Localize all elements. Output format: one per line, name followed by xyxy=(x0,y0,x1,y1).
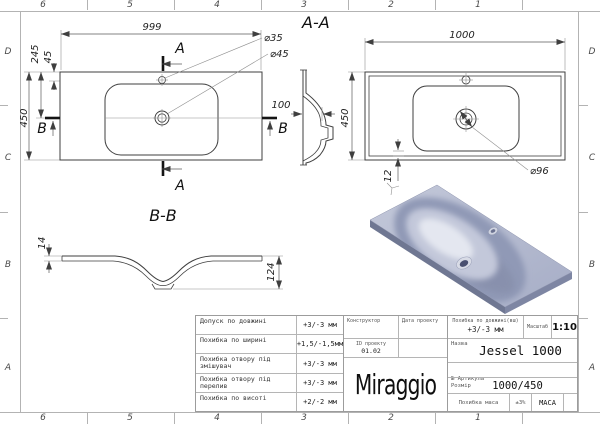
name-label: Назва xyxy=(451,341,468,348)
frame-row-letter: D xyxy=(4,47,12,57)
dim-length: 1000 xyxy=(449,30,474,41)
section-a-label: A xyxy=(174,41,185,57)
frame-column-number: 4 xyxy=(214,413,220,423)
section-profile: 100 xyxy=(271,69,335,166)
tolerance-label: Похибка по ширині xyxy=(200,336,267,345)
title-block-middle: Конструктор Дата проекту ID проекту 01.0… xyxy=(344,316,448,411)
frame-column-number: 6 xyxy=(40,413,46,423)
frame-column-number: 6 xyxy=(40,0,46,10)
project-date-label: Дата проекту xyxy=(402,318,439,324)
tolerance-table: Допуск по довжині +3/-3 мм Похибка по ши… xyxy=(196,316,344,412)
frame-column-number: 3 xyxy=(301,413,307,423)
dia-overflow-label: ⌀96 xyxy=(530,166,549,177)
aa-title: A-A xyxy=(301,13,330,32)
title-block-right: Похибка по довжині(вш) +3/-3 мм Масштаб … xyxy=(448,316,577,411)
bb-view: B-B 14 124 xyxy=(37,206,283,290)
frame-column-number: 4 xyxy=(214,0,220,10)
mass-tolerance-label: Похибка маса xyxy=(458,399,499,406)
section-b-label: B xyxy=(278,121,288,137)
aa-view: A-A 1000 450 ⌀96 xyxy=(301,13,566,183)
tolerance-value: +2/-2 мм xyxy=(296,392,343,412)
project-id-label: ID проекту xyxy=(355,341,387,347)
frame-row-letter: D xyxy=(588,47,596,57)
dim-depth: 124 xyxy=(266,262,277,281)
tolerance-row: Похибка по ширині +1,5/-1,5мм xyxy=(196,334,343,354)
bb-title: B-B xyxy=(149,206,176,225)
length-tolerance-label: Похибка по довжині(вш) xyxy=(452,318,519,324)
frame-column-number: 2 xyxy=(388,413,394,423)
scale-label: Масштаб xyxy=(523,316,551,339)
dim-bottom-gap: 12 xyxy=(383,170,394,183)
dim-bowl-depth: 100 xyxy=(271,100,290,111)
section-b-label: B xyxy=(37,121,47,137)
frame-column-number: 1 xyxy=(475,413,481,423)
brand-logo: Miraggio xyxy=(354,368,437,401)
dim-width: 450 xyxy=(19,108,30,127)
tolerance-row: Похибка по висоті +2/-2 мм xyxy=(196,391,343,412)
product-name: Jessel 1000 xyxy=(479,343,562,359)
tolerance-value: +3/-3 мм xyxy=(296,354,343,373)
tolerance-label: Допуск по довжині xyxy=(200,317,267,325)
frame-column-number: 1 xyxy=(475,0,481,10)
size-value: 1000/450 xyxy=(492,379,543,392)
tolerance-value: +1,5/-1,5мм xyxy=(296,335,343,354)
frame-column-number: 5 xyxy=(127,413,133,423)
frame-row-letter: A xyxy=(588,363,596,373)
frame-column-number: 3 xyxy=(301,0,307,10)
title-block: Допуск по довжині +3/-3 мм Похибка по ши… xyxy=(195,315,578,412)
tolerance-label: Похибка отвору під змішувач xyxy=(200,355,271,371)
dim-length: 999 xyxy=(142,22,161,33)
frame-row-letter: A xyxy=(4,363,12,373)
tolerance-value: +3/-3 мм xyxy=(296,316,343,335)
render-3d xyxy=(369,182,573,314)
project-id-value: 01.02 xyxy=(361,347,381,355)
frame-column-number: 5 xyxy=(127,0,133,10)
scale-value: 1:10 xyxy=(551,316,577,339)
dim-rim: 14 xyxy=(37,237,48,250)
tolerance-row: Допуск по довжині +3/-3 мм xyxy=(196,316,343,335)
dim-drain-offset: 245 xyxy=(30,44,41,63)
mass-tolerance-value: ±3% xyxy=(509,394,531,411)
tolerance-row: Похибка отвору під перелив +3/-3 мм xyxy=(196,372,343,392)
tolerance-label: Похибка отвору під перелив xyxy=(200,374,271,390)
frame-row-letter: C xyxy=(4,153,12,163)
tolerance-value: +3/-3 мм xyxy=(296,373,343,392)
dim-faucet-offset: 45 xyxy=(43,51,54,64)
dia-drain-label: ⌀45 xyxy=(270,49,289,60)
article-label: № Артикула xyxy=(451,375,485,382)
frame-row-letter: C xyxy=(588,153,596,163)
constructor-label: Конструктор xyxy=(344,316,399,338)
mass-value-cell xyxy=(563,394,577,411)
dim-width: 450 xyxy=(340,108,351,127)
frame-column-number: 2 xyxy=(388,0,394,10)
length-tolerance-value: +3/-3 мм xyxy=(467,325,504,334)
section-a-label: A xyxy=(174,178,185,194)
tolerance-row: Похибка отвору під змішувач +3/-3 мм xyxy=(196,353,343,373)
frame-row-letter: B xyxy=(588,260,596,270)
size-label: Розмір xyxy=(451,382,471,389)
dia-faucet-label: ⌀35 xyxy=(264,33,283,44)
plan-view: 999 450 245 45 ⌀35 ⌀45 xyxy=(19,22,289,194)
tolerance-label: Похибка по висоті xyxy=(200,393,267,402)
frame-row-letter: B xyxy=(4,260,12,270)
mass-label: МАСА xyxy=(531,394,563,411)
